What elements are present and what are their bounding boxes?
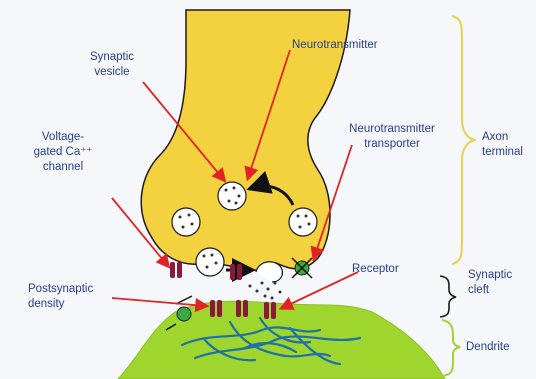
- label-receptor: Receptor: [352, 262, 422, 277]
- label-dendrite: Dendrite: [466, 340, 530, 355]
- label-axon-terminal: Axon terminal: [482, 130, 536, 160]
- axon-terminal-bracket: [452, 16, 474, 264]
- label-synaptic-cleft: Synaptic cleft: [468, 268, 528, 298]
- fusing-vesicle: [256, 262, 282, 282]
- label-neurotransmitter-transporter: Neurotransmitter transporter: [334, 122, 450, 152]
- label-synaptic-vesicle: Synaptic vesicle: [77, 50, 147, 80]
- label-postsynaptic-density: Postsynaptic density: [28, 282, 118, 312]
- dendrite-bracket: [442, 320, 460, 376]
- synaptic-cleft-bracket: [440, 276, 456, 317]
- label-voltage-gated-channel: Voltage- gated Ca⁺⁺ channel: [18, 130, 108, 175]
- dendrite-shape: [118, 301, 445, 379]
- label-neurotransmitter: Neurotransmitter: [292, 38, 412, 53]
